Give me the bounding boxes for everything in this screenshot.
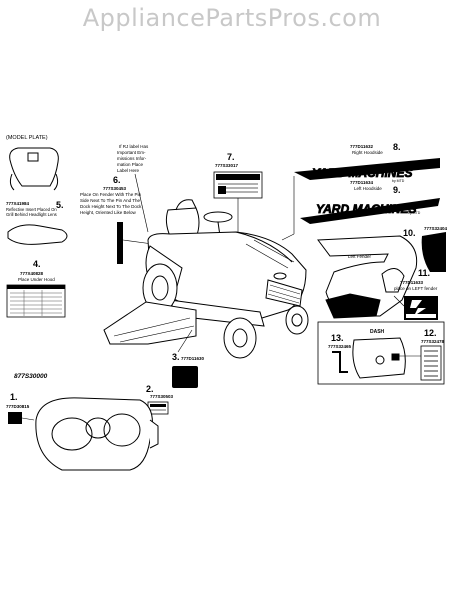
badge-46-text: 46	[178, 369, 192, 384]
note-4: Place Under Hood	[18, 277, 55, 282]
callout-3: 3.	[172, 352, 180, 362]
note-5-line2: Grill Behind Headlight Lens	[6, 212, 57, 217]
part-number-6: 777S30453	[103, 186, 127, 191]
rj-label-note-2: Important Em-	[117, 150, 146, 155]
brand-logo-left: YARD MACHINES	[316, 202, 416, 216]
dash-detail-box	[317, 321, 445, 385]
triple-blade-badge: 46 TRIPLE BLADE	[172, 366, 198, 388]
part-number-7: 777S33017	[215, 163, 239, 168]
callout-2: 2.	[146, 384, 154, 394]
callout-4: 4.	[33, 259, 41, 269]
note-6-line2: Side Next To The Pin And The	[80, 198, 141, 203]
callout-1: 1.	[10, 392, 18, 402]
part-number-2: 777S30503	[150, 394, 174, 399]
note-6-line4: Height, Oriented Like Below	[80, 210, 137, 215]
callout-7: 7.	[227, 152, 235, 162]
part-number-10: 777S32404	[424, 226, 448, 231]
left-fender-label: Left Fender	[348, 254, 372, 259]
callout-8: 8.	[393, 142, 401, 152]
callout-10: 10.	[403, 228, 416, 238]
dash-drawing	[332, 337, 406, 379]
left-fender-drawing	[317, 235, 418, 319]
model-plate-seat-drawing	[9, 147, 59, 191]
watermark: AppliancePartsPros.com	[82, 4, 382, 32]
under-hood-label-drawing	[6, 284, 66, 318]
reflective-insert-lens	[7, 224, 68, 245]
deck-decal-1	[8, 412, 22, 424]
note-8: Right Hoodside	[352, 150, 383, 155]
part-number-1: 777D30815	[6, 404, 30, 409]
brand-sub-right: by MTD	[392, 179, 405, 183]
part-number-8: 777D11632	[350, 144, 374, 149]
callout-9: 9.	[393, 185, 401, 195]
part-number-5: 777X41984	[6, 201, 30, 206]
part-number-9: 777D11634	[350, 180, 374, 185]
note-11: place on LEFT fender	[394, 286, 438, 291]
callout-5: 5.	[56, 200, 64, 210]
callout-6: 6.	[113, 175, 121, 185]
note-9: Left Hoodside	[354, 186, 382, 191]
part-number-3: 777D11630	[181, 356, 205, 361]
brand-sub-left: by MTD	[408, 211, 421, 215]
rj-label-note-3: missions Infor-	[117, 156, 147, 161]
part-number-4: 777X40828	[20, 271, 44, 276]
callout-12: 12.	[424, 328, 437, 338]
note-6-line3: Dock Height Next To The Dock	[80, 204, 142, 209]
rj-label-note-1: If RJ label Has	[119, 144, 149, 149]
right-hoodside-decal: YARD MACHINES by MTD	[294, 158, 440, 183]
rj-label-note-5: Label Here	[117, 168, 140, 173]
brand-logo-right: YARD MACHINES	[312, 166, 412, 180]
dash-decal-12	[420, 345, 442, 381]
shift-decal-11	[404, 296, 438, 320]
height-decal-strip	[117, 222, 123, 264]
rj-label-note-4: mation Place	[117, 162, 144, 167]
part-number-12: 777S32478	[421, 339, 445, 344]
lawn-tractor-drawing	[103, 199, 309, 359]
deck-model-number: 877S30000	[14, 373, 48, 380]
note-5-line1: Reflective Insert Placed On	[6, 207, 57, 212]
callout-11: 11.	[418, 268, 430, 278]
left-fender-side-decal	[421, 232, 446, 272]
mower-deck-drawing	[35, 397, 159, 471]
part-number-13: 777S32465	[328, 344, 352, 349]
badge-triple-blade-text: TRIPLE BLADE	[173, 383, 198, 387]
model-plate-label: (MODEL PLATE)	[6, 135, 48, 141]
part-number-11: 777D11633	[400, 280, 424, 285]
callout-13: 13.	[331, 333, 344, 343]
dash-label: DASH	[370, 329, 385, 335]
note-6-line1: Place On Fender With The Pin	[80, 192, 141, 197]
left-hoodside-decal: YARD MACHINES by MTD	[300, 198, 440, 224]
dash-warning-label-drawing	[213, 171, 263, 199]
